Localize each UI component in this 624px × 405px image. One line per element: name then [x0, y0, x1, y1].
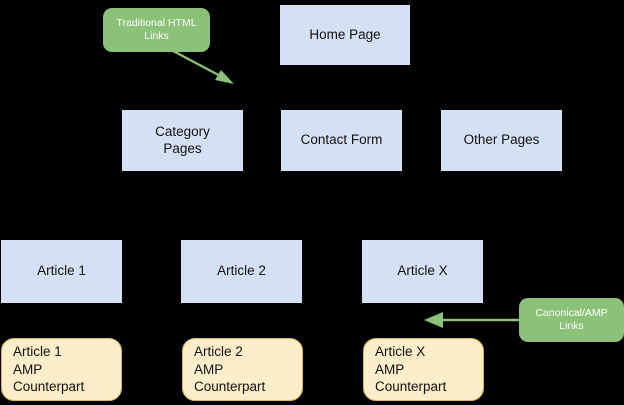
- canonical-amp-links-callout[interactable]: Canonical/AMP Links: [519, 298, 624, 342]
- article-1-box[interactable]: Article 1: [1, 240, 122, 303]
- article-x-amp-box[interactable]: Article X AMP Counterpart: [363, 338, 484, 401]
- canonical-amp-links-arrow: [424, 312, 522, 328]
- article-x-box[interactable]: Article X: [362, 240, 483, 303]
- traditional-html-links-callout[interactable]: Traditional HTML Links: [103, 8, 210, 52]
- other-pages-box[interactable]: Other Pages: [441, 110, 562, 171]
- category-pages-box[interactable]: Category Pages: [122, 110, 243, 171]
- article-1-amp-box[interactable]: Article 1 AMP Counterpart: [1, 338, 122, 401]
- home-page-box[interactable]: Home Page: [280, 5, 410, 65]
- article-2-amp-box[interactable]: Article 2 AMP Counterpart: [182, 338, 303, 401]
- contact-form-box[interactable]: Contact Form: [281, 110, 402, 171]
- article-2-box[interactable]: Article 2: [181, 240, 302, 303]
